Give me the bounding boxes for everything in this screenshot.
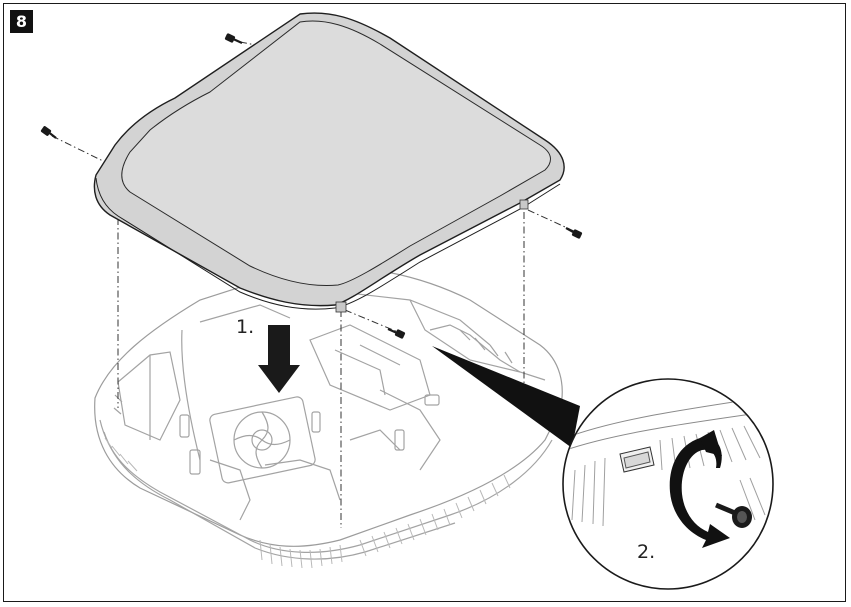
rotate-arrow-icon — [669, 437, 730, 548]
down-arrow — [258, 325, 300, 393]
screw-top-left — [224, 33, 243, 45]
detail-circle: 2. — [562, 378, 774, 590]
callout-wedge — [432, 346, 580, 448]
step-number-badge: 8 — [10, 10, 33, 33]
screw-detail — [715, 502, 752, 528]
screw-left — [40, 126, 57, 139]
housing-base — [94, 265, 563, 569]
step-2-label: 2. — [637, 541, 655, 563]
screw-right — [565, 227, 583, 239]
lid-cover — [93, 12, 565, 313]
step-1-label: 1. — [236, 316, 254, 338]
screws — [40, 33, 583, 339]
screw-center — [387, 327, 406, 339]
diagram-frame — [3, 3, 846, 602]
